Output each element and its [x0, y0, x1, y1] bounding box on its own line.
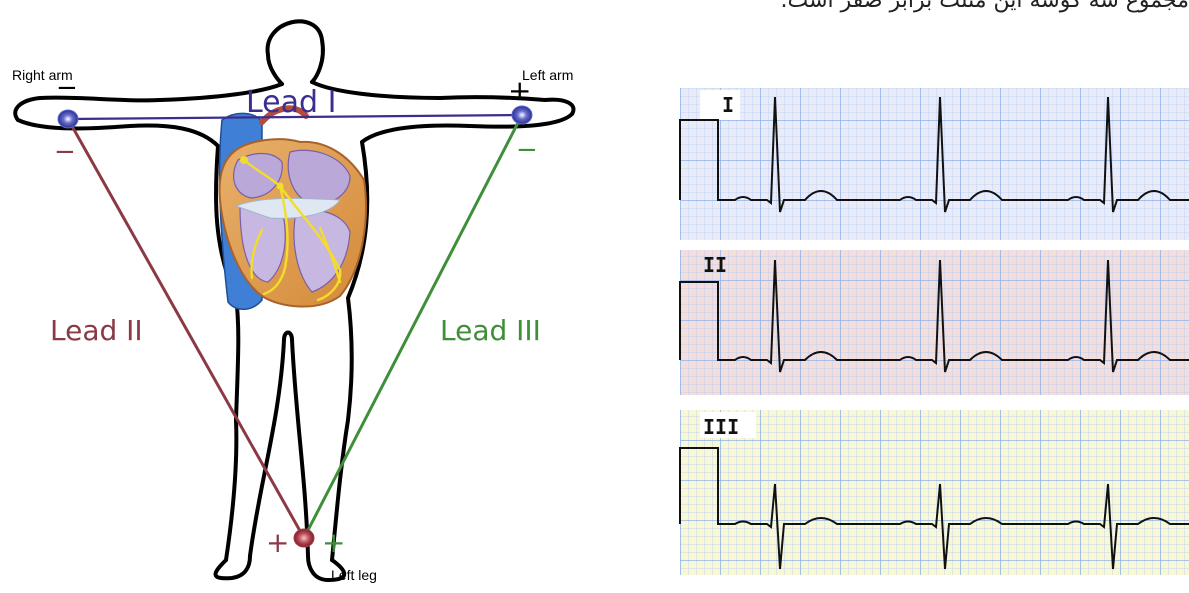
ecg-strip-i: I	[680, 88, 1189, 240]
strip-iii-label: III	[703, 415, 739, 439]
right-arm-sign-top: −	[56, 73, 78, 103]
lead-iii-label: Lead III	[440, 314, 541, 347]
strip-i-label: I	[722, 93, 734, 117]
left-arm-electrode	[512, 106, 532, 124]
left-leg-sign-lead3: +	[322, 526, 345, 559]
ecg-strips: I II III	[680, 88, 1189, 575]
ecg-strip-iii: III	[680, 410, 1189, 575]
strip-ii-label: II	[703, 253, 727, 277]
left-leg-sign-lead2: +	[266, 526, 289, 559]
left-arm-sign-bottom: −	[516, 135, 538, 165]
right-arm-electrode	[58, 110, 78, 128]
caption-text: مجموع سه كوشه اين مثلث برابر صفر است.	[781, 0, 1189, 13]
left-leg-label: Left leg	[331, 567, 377, 583]
right-arm-sign-bottom: −	[54, 137, 76, 167]
heart-illustration	[220, 108, 366, 309]
lead-ii-label: Lead II	[50, 314, 143, 347]
ecg-strip-ii: II	[680, 250, 1189, 395]
left-leg-electrode	[294, 529, 314, 547]
left-arm-sign-top: +	[508, 74, 531, 107]
lead-i-label: Lead I	[246, 85, 336, 120]
